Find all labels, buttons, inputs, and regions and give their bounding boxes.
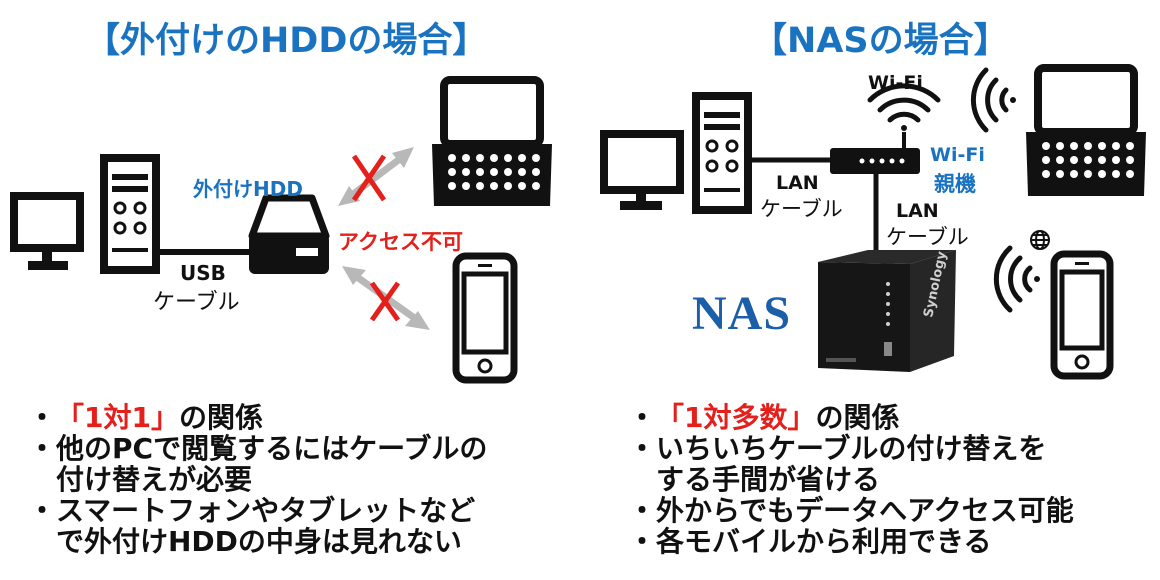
right-laptop-icon — [1026, 64, 1146, 196]
right-phone-wifi-icon — [993, 245, 1040, 313]
blocked-arrow-laptop — [338, 147, 414, 206]
external-hdd-icon — [248, 194, 330, 274]
router-wifi-icon — [867, 83, 941, 131]
left-title: 【外付けのHDDの場合】 — [85, 21, 488, 61]
lan2-cable-label: ケーブル — [886, 225, 969, 249]
right-pc-tower-icon — [692, 92, 752, 214]
right-laptop-wifi-icon — [970, 67, 1016, 133]
router-label-wifi: Wi-Fi — [930, 144, 985, 166]
left-bullet-1: 「1対1」の関係 — [28, 402, 487, 433]
right-monitor-icon — [600, 130, 684, 210]
lan1-cable-label: ケーブル — [760, 197, 843, 221]
router-label-parent: 親機 — [934, 172, 976, 196]
right-bullet-4: 各モバイルから利用できる — [628, 526, 1074, 557]
blocked-arrow-phone — [342, 266, 430, 330]
left-monitor-icon — [10, 192, 84, 270]
left-laptop-icon — [432, 76, 552, 206]
left-pc-tower-icon — [100, 154, 160, 274]
right-bullet-3: 外からでもデータへアクセス可能 — [628, 495, 1074, 526]
usb-label: USB — [180, 261, 226, 285]
access-denied-label: アクセス不可 — [338, 230, 463, 254]
nas-device-icon: Synology — [818, 249, 956, 372]
right-title: 【NASの場合】 — [752, 21, 1009, 61]
router-icon — [830, 132, 920, 174]
lan1-label: LAN — [776, 172, 819, 194]
right-smartphone-icon — [1050, 250, 1114, 380]
left-smartphone-icon — [452, 252, 518, 384]
wifi-label: Wi-Fi — [868, 72, 923, 94]
usb-cable-label: ケーブル — [153, 290, 240, 315]
globe-icon — [1030, 230, 1050, 250]
right-bullet-1: 「1対多数」の関係 — [628, 402, 1074, 433]
lan2-label: LAN — [896, 200, 939, 222]
nas-label: NAS — [692, 287, 792, 340]
external-hdd-label: 外付けHDD — [193, 177, 303, 201]
